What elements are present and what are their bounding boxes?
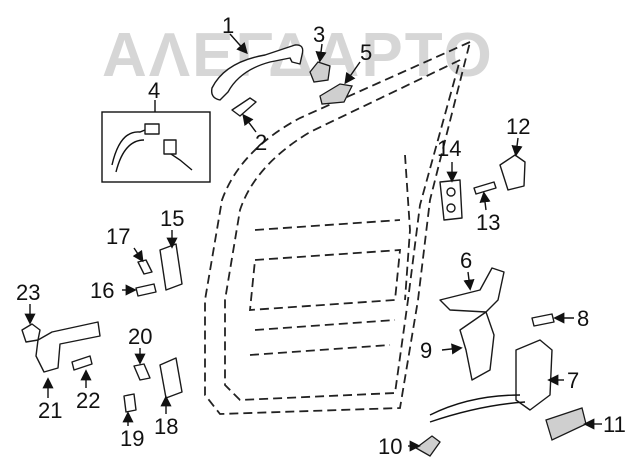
part-bolt-20 [133,363,151,381]
part-lower-hinge [159,357,183,399]
part-bolt-19 [123,393,137,413]
callout-9: 9 [420,338,432,363]
part-rod-bracket [439,267,505,313]
callout-5: 5 [360,40,372,65]
part-bolt-13 [473,181,497,195]
part-striker-bracket [499,154,526,191]
callout-8: 8 [577,306,589,331]
part-bolt-16 [135,283,157,297]
part-cable-set-box [101,111,211,183]
part-bolt-8 [531,313,555,327]
part-nut-23 [21,323,41,343]
part-upper-hinge [159,243,183,291]
callout-14: 14 [437,136,461,161]
leader-lines [24,33,602,452]
callout-11: 11 [603,412,626,437]
callout-19: 19 [120,426,144,451]
callout-6: 6 [460,248,472,273]
callout-23: 23 [16,280,40,305]
part-pad-14 [439,179,463,221]
callout-2: 2 [255,130,267,155]
part-gasket [319,83,353,105]
callout-20: 20 [128,324,152,349]
part-lock-actuator [429,339,553,423]
door-frame [204,41,471,415]
callout-12: 12 [506,114,530,139]
part-bolt-17 [137,259,153,275]
part-bolt-22 [71,355,93,371]
callout-10: 10 [378,434,402,459]
callout-21: 21 [38,398,62,423]
callout-15: 15 [160,206,184,231]
callout-22: 22 [76,388,100,413]
callout-16: 16 [90,278,114,303]
part-cover-10 [414,435,441,457]
callout-17: 17 [106,224,130,249]
callout-3: 3 [313,22,325,47]
part-handle-cover [231,97,257,117]
part-door-check [35,321,101,373]
part-outer-handle [210,44,304,101]
part-latch-plate [459,311,495,381]
callout-1: 1 [222,13,234,38]
callout-4: 4 [148,78,160,103]
callout-18: 18 [154,414,178,439]
part-cover-plate [545,407,587,441]
callout-7: 7 [567,368,579,393]
callout-13: 13 [476,210,500,235]
part-key-cap [309,61,331,83]
